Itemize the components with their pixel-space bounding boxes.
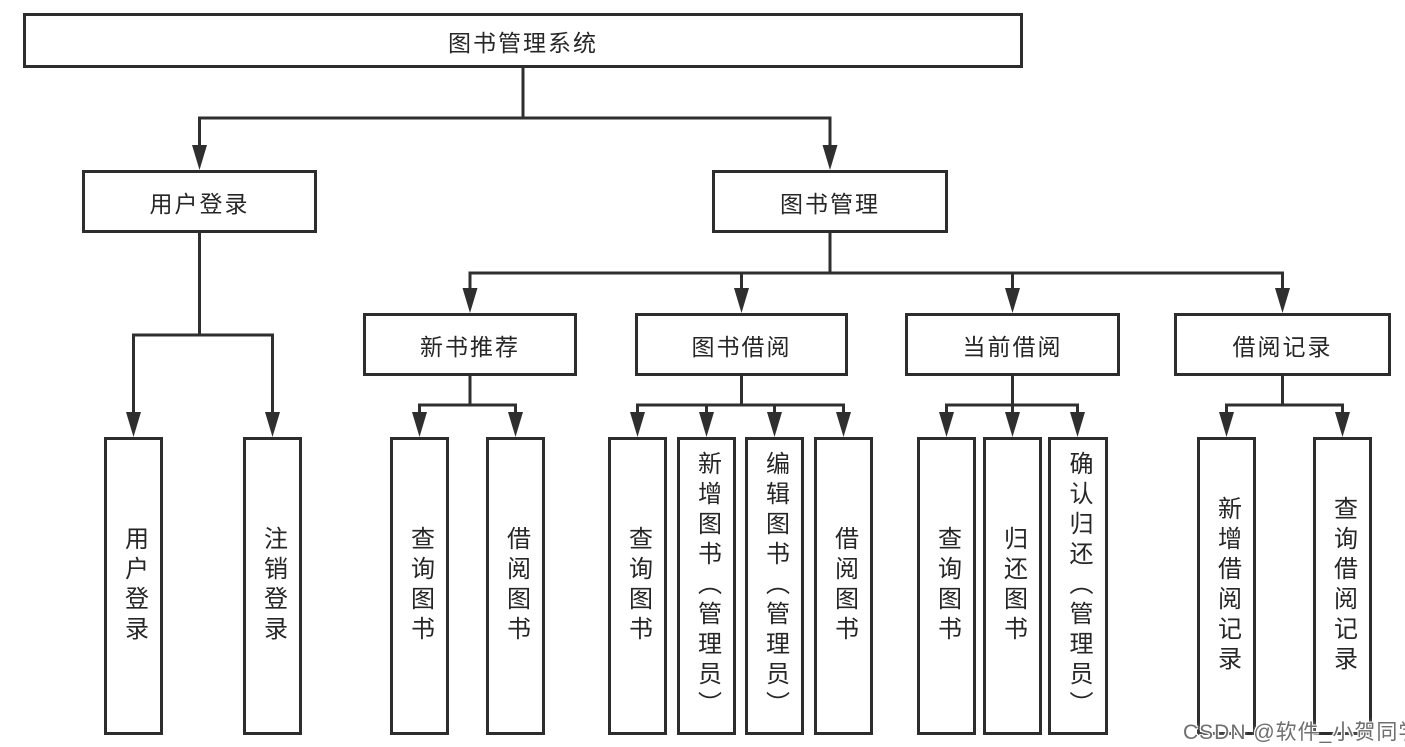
leaf-query-books-1: 查询图书 bbox=[390, 437, 449, 735]
node-user-login: 用户登录 bbox=[82, 170, 317, 233]
leaf-edit-book-admin: 编辑图书（管理员） bbox=[745, 437, 804, 735]
leaf-query-borrow-record: 查询借阅记录 bbox=[1313, 437, 1372, 735]
node-current-borrow: 当前借阅 bbox=[905, 313, 1120, 376]
node-user-login-label: 用户登录 bbox=[149, 190, 250, 217]
node-book-borrow-label: 图书借阅 bbox=[691, 333, 792, 360]
fork-book-management bbox=[462, 231, 1290, 313]
fork-book-borrow bbox=[630, 374, 851, 437]
node-book-borrow: 图书借阅 bbox=[635, 313, 848, 376]
fork-user-login bbox=[126, 231, 280, 437]
node-root: 图书管理系统 bbox=[23, 13, 1023, 68]
csdn-watermark: CSDN @软件_小贺同学 bbox=[1183, 721, 1405, 744]
fork-current-borrow bbox=[939, 374, 1085, 437]
leaf-query-books-2: 查询图书 bbox=[608, 437, 667, 735]
leaf-add-book-admin: 新增图书（管理员） bbox=[677, 437, 736, 735]
node-book-management: 图书管理 bbox=[712, 170, 948, 233]
node-book-management-label: 图书管理 bbox=[780, 190, 880, 217]
leaf-return-book: 归还图书 bbox=[983, 437, 1042, 735]
leaf-logout: 注销登录 bbox=[243, 437, 302, 735]
node-root-label: 图书管理系统 bbox=[448, 29, 598, 56]
fork-borrow-records bbox=[1219, 374, 1350, 437]
leaf-user-login: 用户登录 bbox=[104, 437, 163, 735]
leaf-add-borrow-record: 新增借阅记录 bbox=[1197, 437, 1256, 735]
leaf-query-books-3: 查询图书 bbox=[917, 437, 976, 735]
node-borrow-records-label: 借阅记录 bbox=[1232, 333, 1333, 360]
leaf-confirm-return-admin: 确认归还（管理员） bbox=[1048, 437, 1108, 735]
leaf-borrow-books-1: 借阅图书 bbox=[486, 437, 545, 735]
fork-root bbox=[192, 66, 838, 170]
node-current-borrow-label: 当前借阅 bbox=[962, 333, 1063, 360]
fork-new-book-recommend bbox=[412, 374, 523, 437]
leaf-borrow-books-2: 借阅图书 bbox=[814, 437, 873, 735]
node-new-book-recommend-label: 新书推荐 bbox=[420, 333, 520, 360]
node-new-book-recommend: 新书推荐 bbox=[363, 313, 577, 376]
node-borrow-records: 借阅记录 bbox=[1174, 313, 1391, 376]
